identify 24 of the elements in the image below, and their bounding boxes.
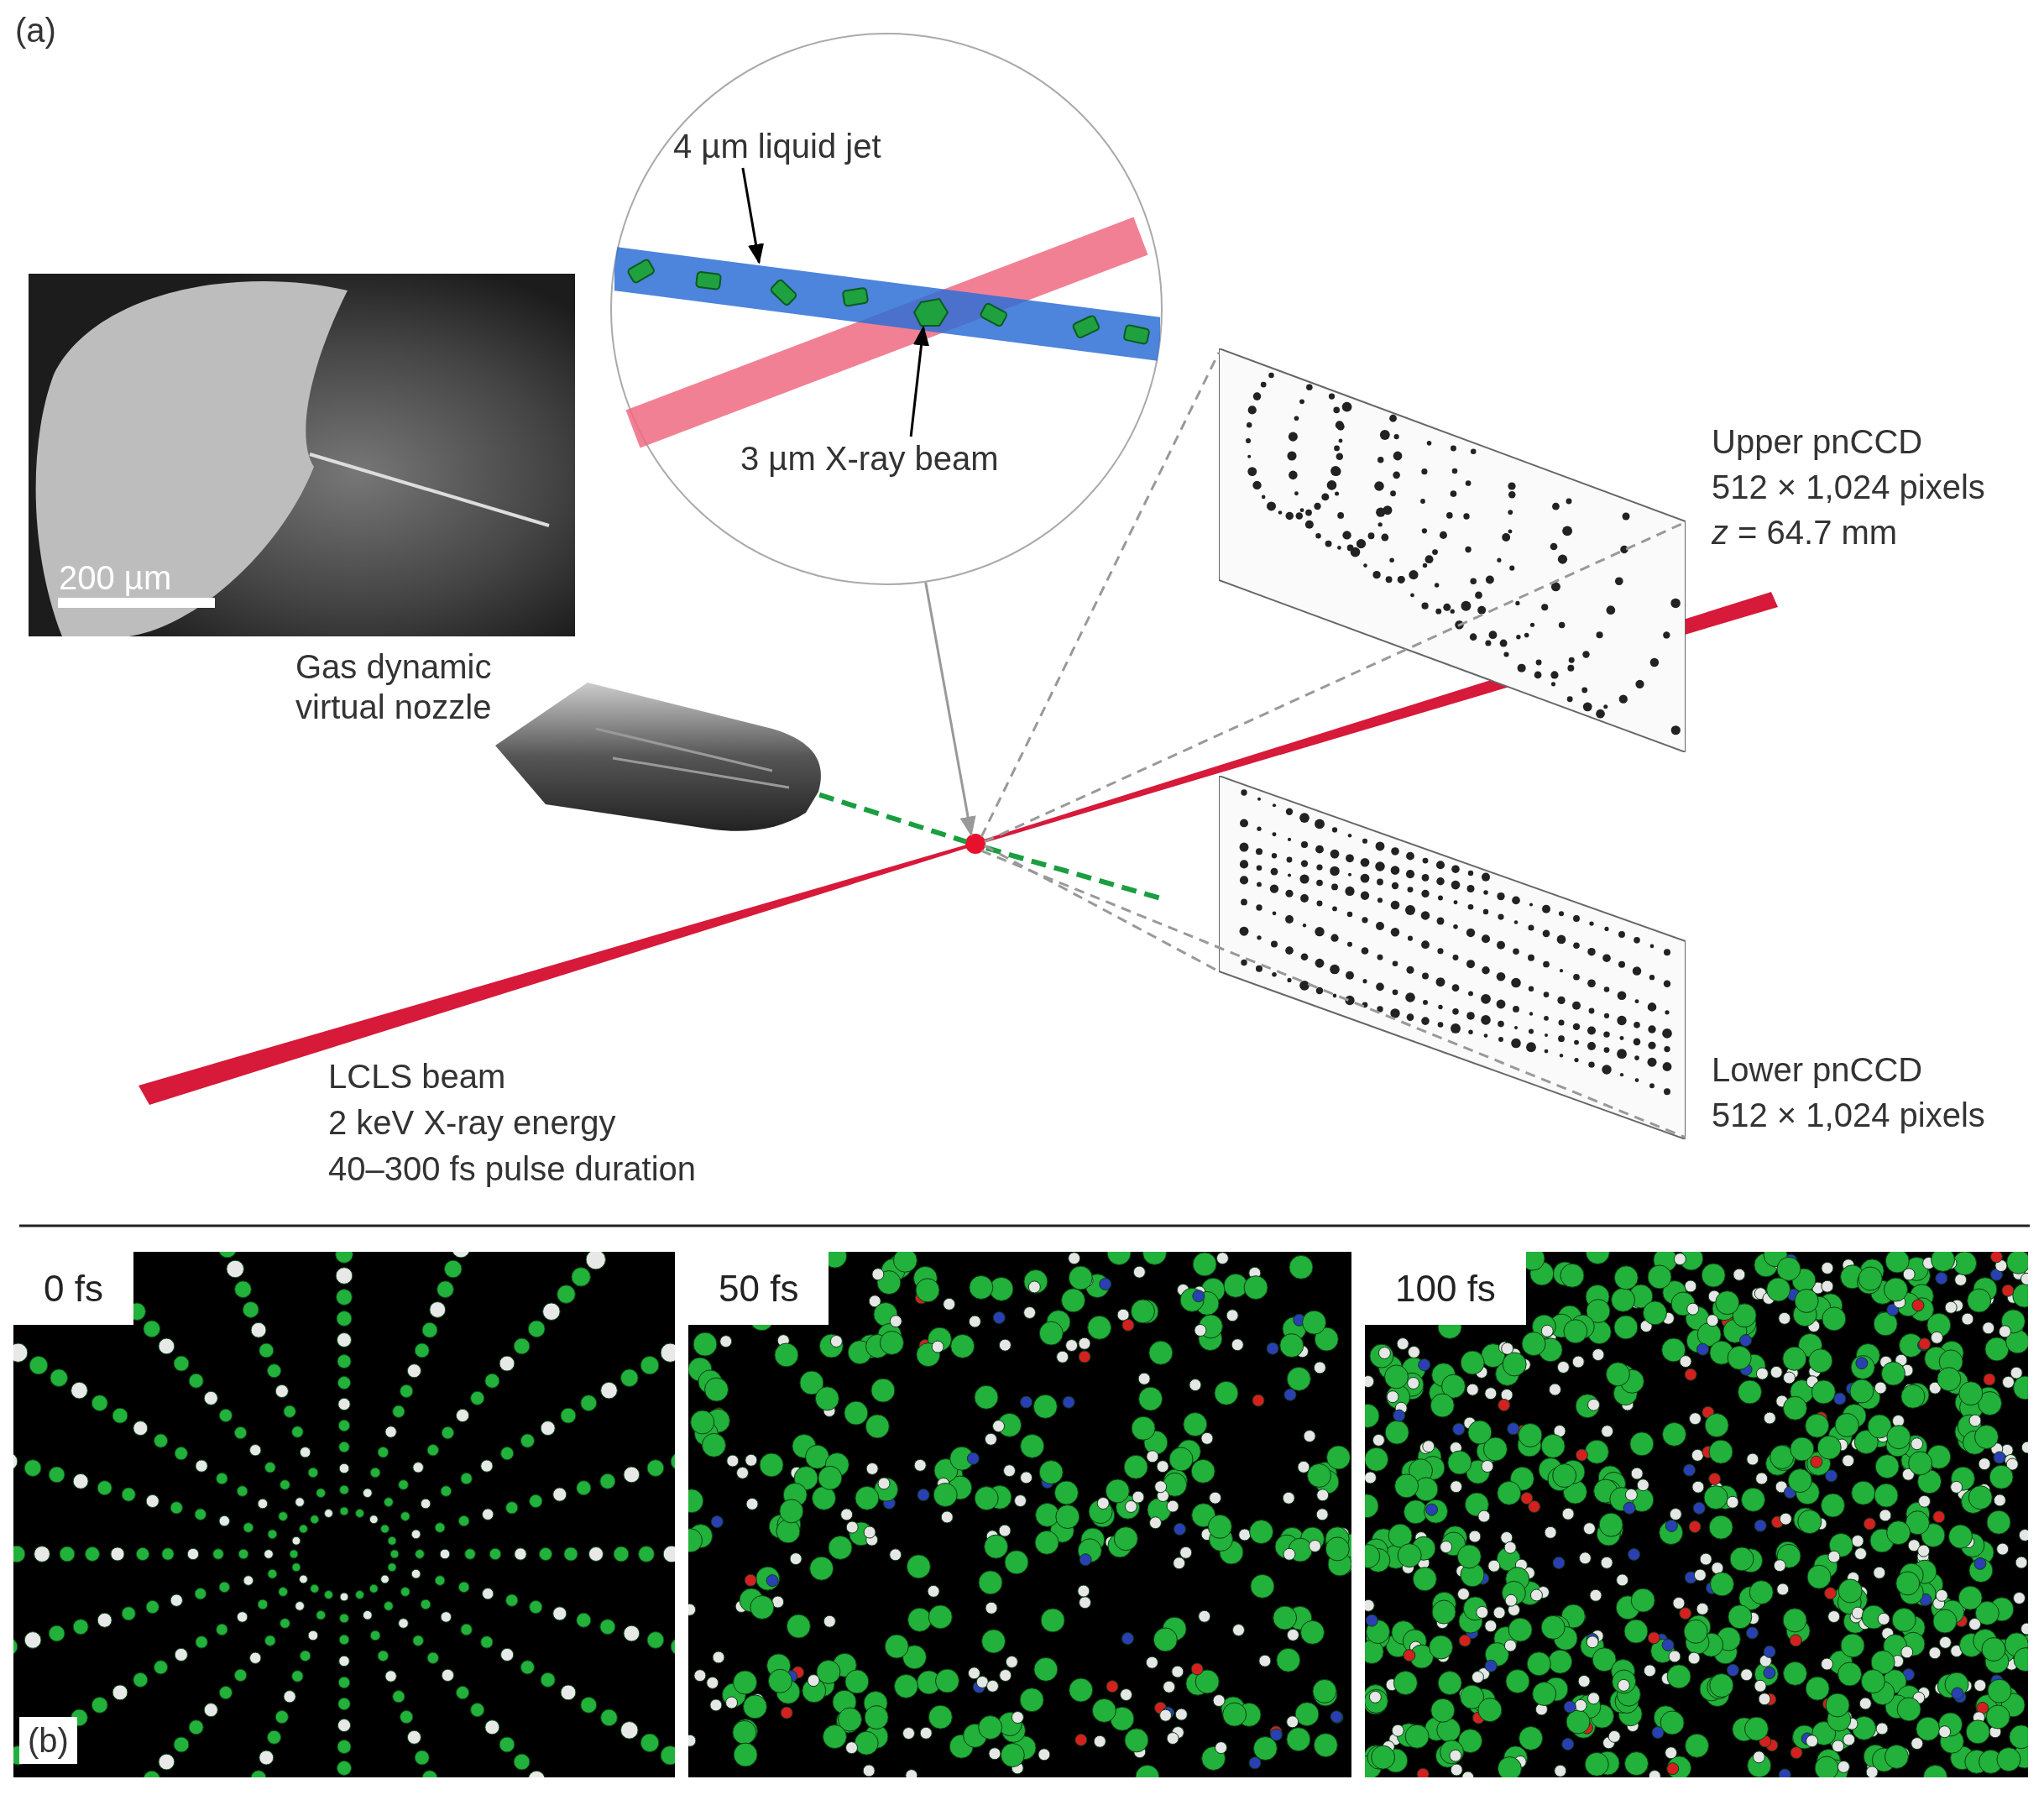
time-label: 100 fs	[1365, 1252, 1526, 1325]
detector-label: 512 × 1,024 pixels	[1712, 468, 1985, 507]
nozzle-label: Gas dynamic virtual nozzle	[295, 647, 493, 727]
panel-label: (a)	[15, 11, 56, 50]
arrow	[924, 582, 976, 837]
jet-line	[818, 792, 968, 845]
time-label: 50 fs	[688, 1252, 829, 1325]
detector-label: Upper pnCCD	[1712, 422, 1923, 462]
jet-label: 4 µm liquid jet	[673, 127, 881, 166]
detector-label: 512 × 1,024 pixels	[1712, 1096, 1985, 1135]
time-label: 0 fs	[13, 1252, 133, 1325]
detector-label: Lower pnCCD	[1712, 1050, 1923, 1090]
scatter-line	[980, 850, 1686, 1139]
scale-label: 200 µm	[59, 558, 172, 598]
beam-caption: 2 keV X-ray energy	[328, 1103, 616, 1143]
detector-label: z = 64.7 mm	[1712, 513, 1898, 552]
interaction-point	[965, 834, 985, 854]
leader-arrow	[909, 325, 930, 437]
beam-label: 3 µm X-ray beam	[740, 439, 999, 479]
beam-caption: LCLS beam	[328, 1057, 506, 1096]
leader-arrow	[741, 167, 764, 264]
beam-caption: 40–300 fs pulse duration	[328, 1149, 697, 1189]
scatter-line	[980, 352, 1221, 838]
panel-label: (b)	[19, 1717, 77, 1764]
